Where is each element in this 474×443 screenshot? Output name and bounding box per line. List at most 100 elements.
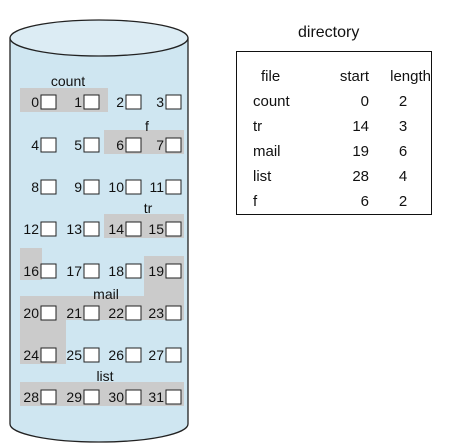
block-number: 2 — [116, 94, 124, 110]
block-box — [83, 94, 100, 110]
block-box — [125, 263, 142, 279]
block-number: 10 — [108, 179, 124, 195]
block-box — [83, 347, 100, 363]
block-number: 4 — [31, 137, 39, 153]
row-start: 28 — [352, 168, 369, 185]
file-labels: count f tr mail list — [51, 73, 153, 384]
block-number: 23 — [148, 305, 164, 321]
block-box — [125, 389, 142, 405]
table-header-row: file start length — [253, 64, 431, 89]
header-length: length — [390, 68, 431, 85]
file-label: list — [96, 368, 113, 384]
block-number: 27 — [148, 347, 164, 363]
block-box — [40, 221, 57, 237]
block-box — [125, 179, 142, 195]
block-box — [40, 347, 57, 363]
block-number: 28 — [23, 389, 39, 405]
header-start: start — [339, 68, 369, 85]
block-number: 3 — [156, 94, 164, 110]
row-file: mail — [253, 143, 281, 160]
file-label: mail — [93, 286, 119, 302]
block-number: 17 — [66, 263, 82, 279]
block-number: 8 — [31, 179, 39, 195]
block-box — [125, 137, 142, 153]
row-start: 14 — [352, 118, 369, 135]
block-box — [165, 94, 182, 110]
block-number: 9 — [74, 179, 82, 195]
row-start: 6 — [360, 193, 369, 210]
block-number: 5 — [74, 137, 82, 153]
file-label: count — [51, 73, 85, 89]
row-start: 0 — [360, 93, 369, 110]
disk-top-ellipse — [9, 19, 189, 57]
block-number: 6 — [116, 137, 124, 153]
row-length: 2 — [398, 193, 408, 210]
directory-table-box: file start length count 0 2 tr 14 3 mail… — [236, 51, 432, 215]
table-row: mail 19 6 — [253, 139, 431, 164]
row-length: 2 — [398, 93, 408, 110]
block-box — [125, 305, 142, 321]
block-number: 16 — [23, 263, 39, 279]
block-box — [83, 389, 100, 405]
block-box — [125, 347, 142, 363]
block-number: 21 — [66, 305, 82, 321]
block-box — [40, 94, 57, 110]
block-box — [40, 137, 57, 153]
block-number: 19 — [148, 263, 164, 279]
block-number: 29 — [66, 389, 82, 405]
block-box — [83, 305, 100, 321]
block-number: 7 — [156, 137, 164, 153]
block-box — [83, 221, 100, 237]
block-box — [40, 263, 57, 279]
block-box — [165, 221, 182, 237]
block-number: 20 — [23, 305, 39, 321]
block-box — [165, 137, 182, 153]
directory-table: file start length count 0 2 tr 14 3 mail… — [253, 64, 431, 214]
row-file: count — [253, 93, 290, 110]
block-number: 24 — [23, 347, 39, 363]
block-number: 1 — [74, 94, 82, 110]
block-box — [83, 179, 100, 195]
row-length: 6 — [398, 143, 408, 160]
row-file: list — [253, 168, 272, 185]
row-length: 3 — [398, 118, 408, 135]
block-box — [165, 305, 182, 321]
table-row: count 0 2 — [253, 89, 431, 114]
block-box — [40, 389, 57, 405]
block-box — [165, 389, 182, 405]
block-number: 25 — [66, 347, 82, 363]
table-row: list 28 4 — [253, 164, 431, 189]
block-box — [165, 179, 182, 195]
block-box — [83, 263, 100, 279]
highlight-tr-block16 — [20, 248, 42, 280]
row-file: tr — [253, 118, 263, 135]
block-number: 15 — [148, 221, 164, 237]
header-file: file — [261, 68, 281, 85]
block-box — [125, 94, 142, 110]
block-box — [165, 263, 182, 279]
block-number: 12 — [23, 221, 39, 237]
block-box — [40, 305, 57, 321]
block-number: 13 — [66, 221, 82, 237]
table-row: f 6 2 — [253, 189, 431, 214]
block-number: 11 — [149, 179, 164, 195]
block-number: 30 — [108, 389, 124, 405]
block-box — [165, 347, 182, 363]
block-box — [40, 179, 57, 195]
row-start: 19 — [352, 143, 369, 160]
file-label: tr — [144, 200, 153, 216]
row-length: 4 — [398, 168, 408, 185]
block-number: 26 — [108, 347, 124, 363]
block-number: 0 — [31, 94, 39, 110]
block-number: 14 — [108, 221, 124, 237]
row-file: f — [253, 193, 258, 210]
block-number: 18 — [108, 263, 124, 279]
table-row: tr 14 3 — [253, 114, 431, 139]
directory-title: directory — [298, 24, 360, 41]
file-label: f — [145, 118, 149, 134]
block-number: 31 — [148, 389, 164, 405]
block-box — [83, 137, 100, 153]
block-box — [125, 221, 142, 237]
